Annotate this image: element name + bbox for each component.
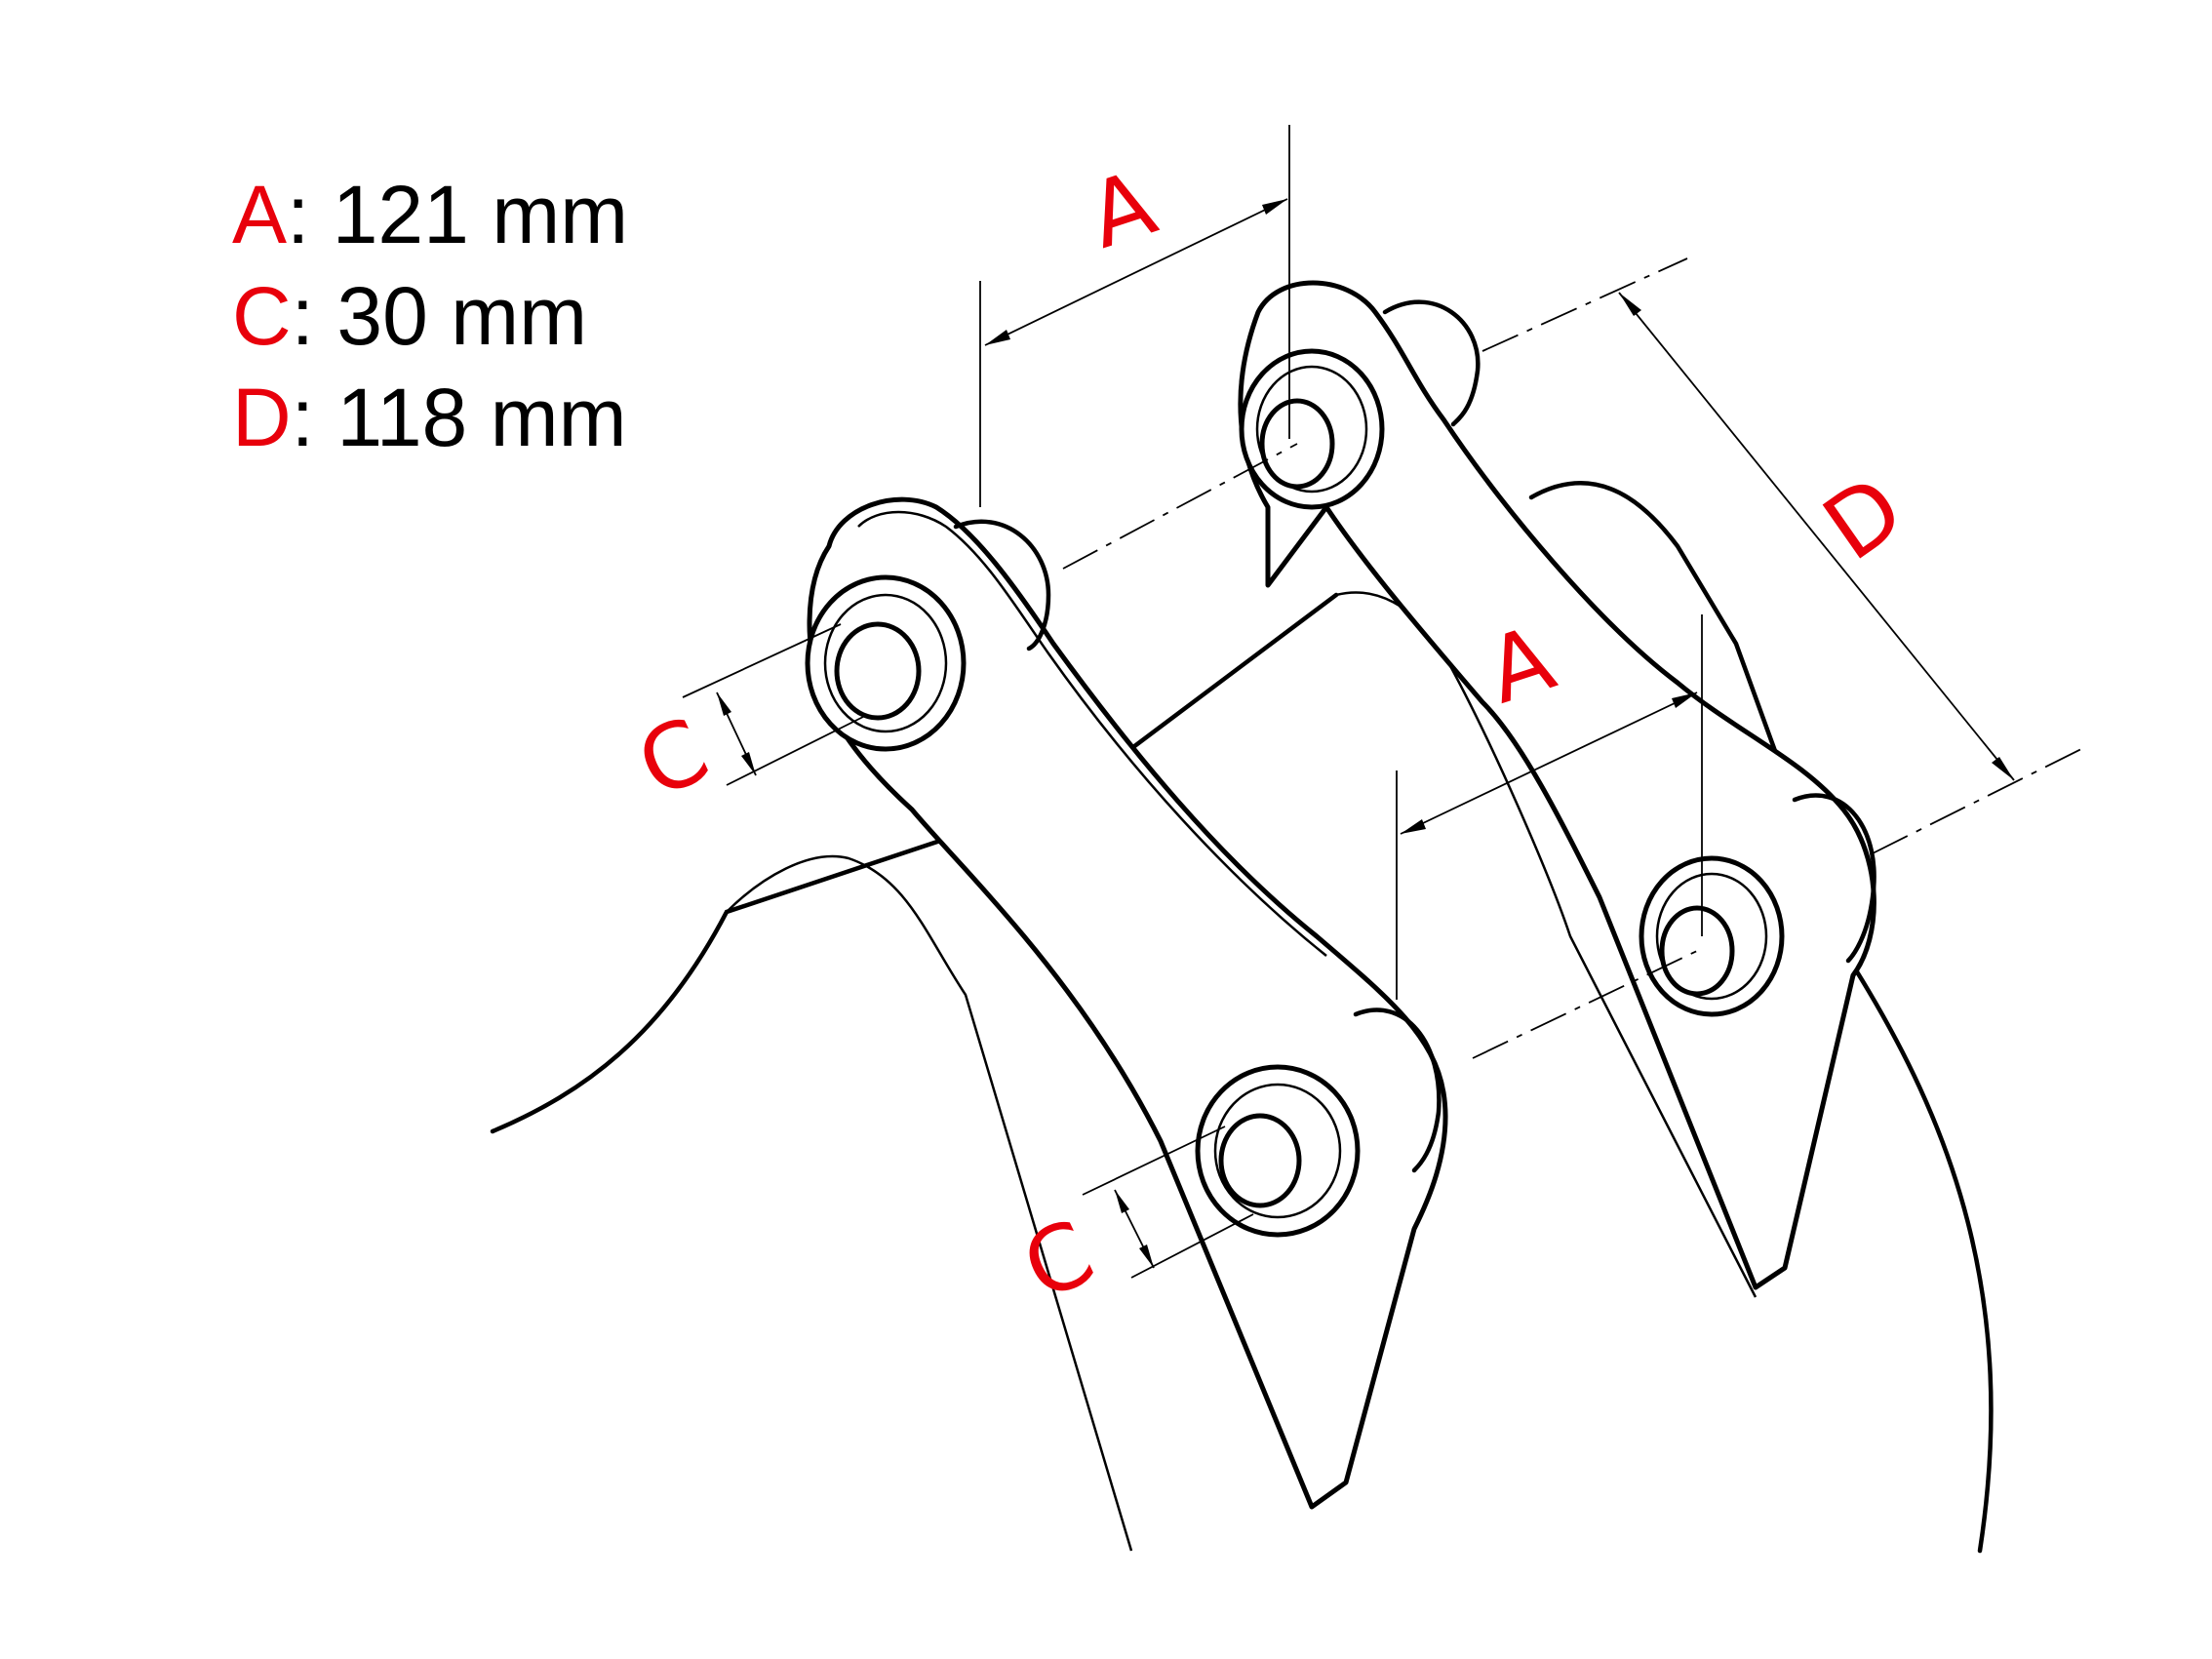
dim-label-d: D (1805, 455, 1921, 580)
centerline-bottom-extension (1872, 745, 2088, 854)
bucket-front-face-right (1335, 591, 1758, 1298)
legend-value-a: : 121 mm (287, 169, 629, 260)
legend-letter-a: A (232, 169, 288, 260)
front-plate-inner-edge (857, 510, 1327, 957)
bucket-left-outline (490, 592, 1339, 1134)
legend-letter-c: C (232, 270, 292, 362)
rear-bracket-plate (1238, 280, 1876, 1290)
legend-row-c: C: 30 mm (232, 265, 628, 367)
bushing-front-bottom (1195, 1064, 1361, 1238)
rear-plate-top-boss (1382, 299, 1481, 427)
bushing-rear-bottom (1639, 855, 1785, 1017)
bushing-front-top (805, 574, 967, 752)
pin-centerlines (1062, 257, 2088, 1059)
dimension-c-left (682, 623, 864, 786)
dim-label-a-top: A (1077, 150, 1167, 268)
dim-label-c-bottom: C (1007, 1200, 1108, 1321)
dim-label-c-left: C (622, 697, 723, 818)
front-plate-bottom-boss (1353, 1007, 1442, 1173)
bucket-front-face-left (726, 854, 1133, 1552)
dimension-a-top (979, 125, 1290, 507)
centerline-top-extension (1481, 257, 1688, 352)
dimension-d (1618, 292, 2015, 781)
legend-value-c: : 30 mm (291, 270, 588, 362)
rear-plate-outline (1238, 280, 1876, 1290)
legend-letter-d: D (232, 372, 292, 463)
bucket-body (490, 481, 1994, 1554)
pin-bushings (805, 348, 1785, 1238)
bushing-rear-top (1239, 348, 1385, 510)
dimension-c-bottom (1082, 1126, 1254, 1279)
front-plate-top-boss (953, 519, 1051, 652)
centerline-bottom-pins (1472, 950, 1698, 1059)
legend-row-a: A: 121 mm (232, 164, 628, 265)
legend-row-d: D: 118 mm (232, 367, 628, 468)
front-plate-outline (807, 496, 1448, 1510)
front-bracket-plate (807, 496, 1448, 1510)
rear-plate-bottom-boss (1792, 793, 1876, 964)
bucket-right-outline (1528, 481, 1994, 1554)
dimension-a-mid (1396, 614, 1703, 1000)
centerline-top-pins (1062, 443, 1298, 570)
dimension-legend: A: 121 mm C: 30 mm D: 118 mm (232, 164, 628, 468)
legend-value-d: : 118 mm (291, 372, 627, 463)
